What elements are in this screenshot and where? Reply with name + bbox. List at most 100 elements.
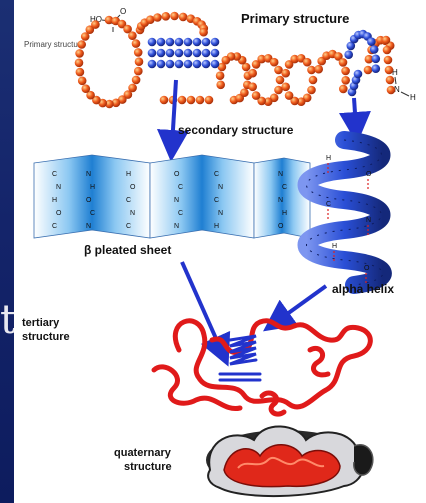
amino-acid-bead xyxy=(385,66,394,75)
sheet-atom-label: N xyxy=(86,171,91,178)
amino-acid-bead xyxy=(341,76,350,85)
tertiary-structure xyxy=(154,321,370,414)
secondary-structure-label: secondary structure xyxy=(178,123,294,137)
amino-acid-bead xyxy=(270,58,279,67)
amino-acid-bead xyxy=(82,84,91,93)
amino-acid-bead xyxy=(383,46,392,55)
amino-acid-bead xyxy=(193,60,202,69)
svg-text:H: H xyxy=(410,93,416,102)
sheet-atom-label: C xyxy=(214,197,219,204)
sheet-atom-label: H xyxy=(214,223,219,230)
amino-acid-bead xyxy=(211,49,220,58)
amino-acid-bead xyxy=(384,56,393,65)
amino-acid-bead xyxy=(175,49,184,58)
amino-acid-bead xyxy=(91,20,100,29)
amino-acid-bead xyxy=(170,12,179,21)
amino-acid-bead xyxy=(132,39,141,48)
sheet-atom-label: H xyxy=(90,184,95,191)
tertiary-label-line2: structure xyxy=(22,331,70,343)
amino-acid-bead xyxy=(281,69,290,78)
amino-acid-bead xyxy=(162,12,171,21)
amino-acid-bead xyxy=(276,76,285,85)
protein-structure-figure: Primary structure Primary structure HO C… xyxy=(14,0,426,503)
sheet-atom-label: C xyxy=(52,223,57,230)
sheet-atom-label: C xyxy=(90,210,95,217)
amino-acid-bead xyxy=(153,13,162,22)
sheet-atom-label: C xyxy=(282,184,287,191)
svg-text:O: O xyxy=(120,7,126,16)
amino-acid-bead xyxy=(187,96,196,105)
amino-acid-bead xyxy=(248,83,257,92)
amino-acid-bead xyxy=(175,38,184,47)
amino-acid-bead xyxy=(196,96,205,105)
arrow-to-helix xyxy=(354,98,356,128)
tertiary-label-line1: tertiary xyxy=(22,317,60,329)
sheet-atom-label: N xyxy=(56,184,61,191)
amino-acid-bead xyxy=(211,60,220,69)
amino-acid-bead xyxy=(175,60,184,69)
helix-atom-label: H xyxy=(332,243,337,250)
amino-acid-bead xyxy=(135,57,144,66)
sheet-atom-label: N xyxy=(174,197,179,204)
quaternary-label-line1: quaternary xyxy=(114,447,172,459)
amino-acid-bead xyxy=(372,64,381,73)
quaternary-label-line2: structure xyxy=(124,461,172,473)
sheet-atom-label: O xyxy=(130,184,136,191)
sheet-atom-label: N xyxy=(130,210,135,217)
amino-acid-bead xyxy=(184,49,193,58)
quaternary-structure xyxy=(206,426,373,496)
amino-acid-bead xyxy=(339,58,348,67)
amino-acid-bead xyxy=(303,58,312,67)
sheet-atom-label: C xyxy=(126,223,131,230)
helix-atom-label: O xyxy=(366,171,372,178)
amino-acid-bead xyxy=(281,83,290,92)
amino-acid-bead xyxy=(370,45,379,54)
helix-atom-label: O xyxy=(364,265,370,272)
sheet-atom-label: C xyxy=(178,210,183,217)
amino-acid-bead xyxy=(132,76,141,85)
sheet-atom-label: H xyxy=(126,171,131,178)
amino-acid-bead xyxy=(160,96,169,105)
amino-acid-bead xyxy=(205,96,214,105)
amino-acid-bead xyxy=(179,13,188,22)
amino-acid-bead xyxy=(157,38,166,47)
arrow-to-sheet xyxy=(172,80,176,146)
amino-acid-bead xyxy=(252,91,261,100)
amino-acid-bead xyxy=(148,49,157,58)
amino-acid-bead xyxy=(166,60,175,69)
helix-atom-label: N xyxy=(366,217,371,224)
amino-acid-bead xyxy=(339,85,348,94)
amino-acid-bead xyxy=(307,86,316,95)
sheet-atom-label: N xyxy=(278,171,283,178)
amino-acid-bead xyxy=(148,60,157,69)
amino-acid-bead xyxy=(77,40,86,49)
amino-acid-bead xyxy=(134,48,143,57)
amino-acid-bead xyxy=(341,67,350,76)
amino-acid-bead xyxy=(157,49,166,58)
amino-acid-bead xyxy=(309,76,318,85)
amino-acid-bead xyxy=(157,60,166,69)
amino-acid-bead xyxy=(344,50,353,59)
amino-acid-bead xyxy=(184,60,193,69)
alpha-helix-label: alpha helix xyxy=(332,282,394,296)
sheet-atom-label: N xyxy=(218,184,223,191)
pleated-sheet-label: β pleated sheet xyxy=(84,243,171,257)
sheet-atom-label: O xyxy=(278,223,284,230)
amino-acid-bead xyxy=(184,38,193,47)
arrow-helix-to-tertiary xyxy=(276,286,326,322)
amino-acid-chain xyxy=(75,12,396,109)
amino-acid-bead xyxy=(76,68,85,77)
sheet-atom-label: H xyxy=(52,197,57,204)
sheet-atom-label: O xyxy=(174,171,180,178)
protein-structure-diagram: Primary structure Primary structure HO C… xyxy=(14,0,426,503)
sheet-atom-label: O xyxy=(86,197,92,204)
amino-acid-bead xyxy=(193,49,202,58)
sheet-atom-label: N xyxy=(278,197,283,204)
amino-acid-bead xyxy=(372,55,381,64)
amino-acid-bead xyxy=(166,49,175,58)
amino-acid-bead xyxy=(202,60,211,69)
amino-acid-bead xyxy=(134,67,143,76)
sheet-atom-label: N xyxy=(86,223,91,230)
amino-acid-bead xyxy=(367,37,376,46)
amino-acid-bead xyxy=(314,65,323,74)
